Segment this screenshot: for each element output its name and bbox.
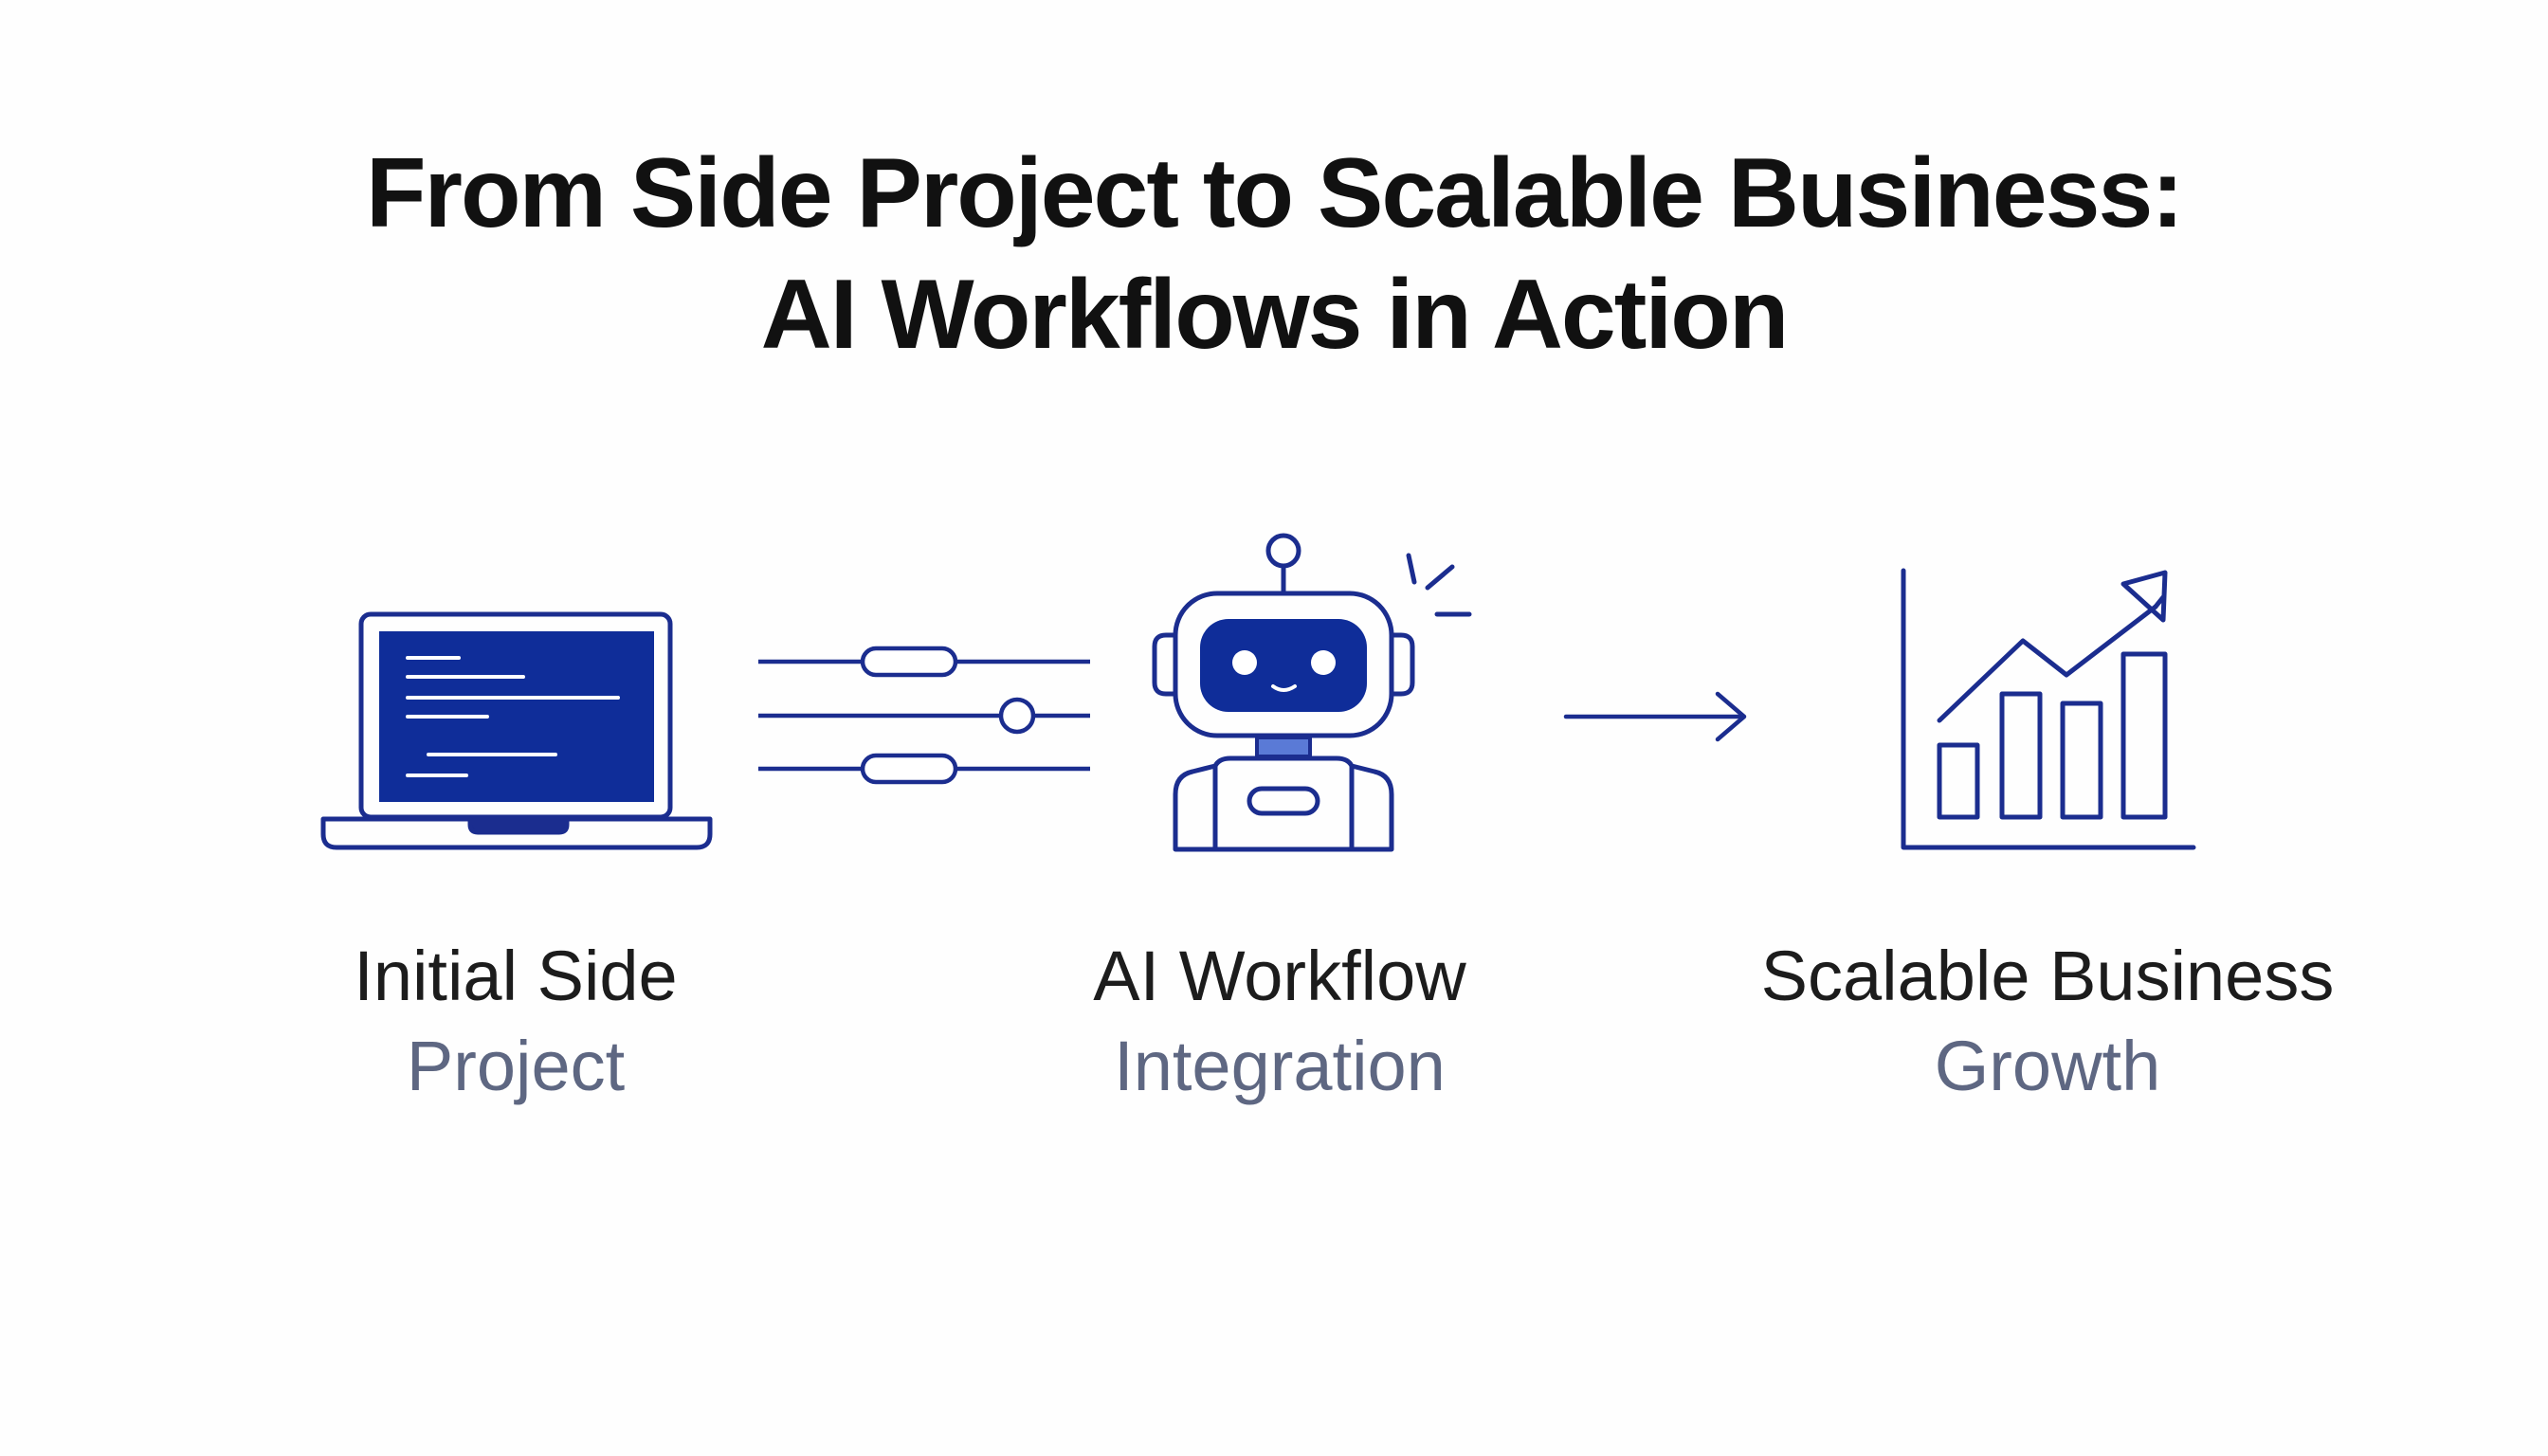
laptop-code-icon: [320, 611, 713, 850]
stage-1-subtitle: Project: [406, 1027, 626, 1105]
growth-chart-icon: [1901, 568, 2196, 850]
title-line-1: From Side Project to Scalable Business:: [366, 138, 2184, 248]
workflow-sliders-icon: [758, 646, 1090, 785]
robot-icon: [1152, 533, 1472, 852]
stage-2-title: AI Workflow: [1093, 937, 1466, 1015]
title-line-2: AI Workflows in Action: [760, 260, 1790, 370]
stage-3-subtitle: Growth: [1934, 1027, 2161, 1105]
stage-1-title: Initial Side: [354, 937, 678, 1015]
stage-3-title: Scalable Business: [1760, 937, 2335, 1015]
arrow-right-icon: [1563, 691, 1747, 742]
stage-2-subtitle: Integration: [1114, 1027, 1446, 1105]
